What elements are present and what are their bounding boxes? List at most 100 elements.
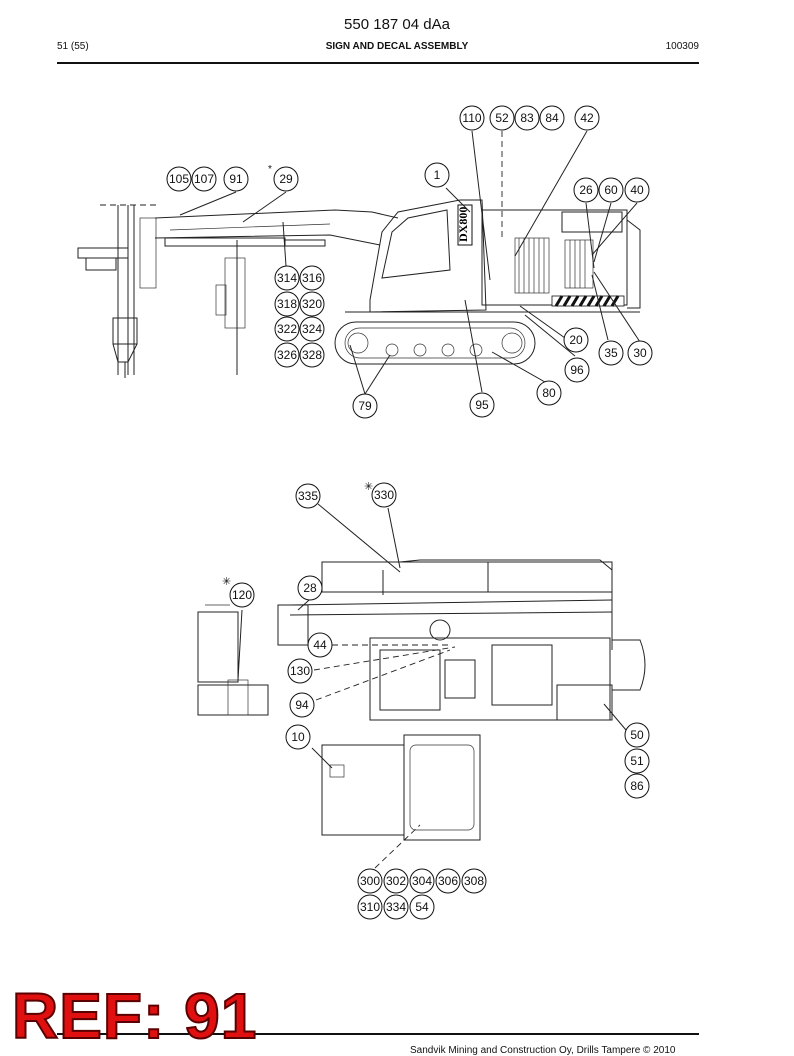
callout-balloon: 328 — [299, 342, 325, 368]
svg-text:60: 60 — [604, 183, 618, 197]
note-marker: ✳ — [222, 575, 231, 588]
callout-balloon: 29 — [273, 166, 299, 192]
ref-stamp: REF: 91 — [11, 980, 258, 1052]
rig-side-view: DX800 — [77, 199, 641, 378]
svg-text:335: 335 — [298, 489, 318, 503]
svg-text:94: 94 — [295, 698, 309, 712]
svg-text:20: 20 — [569, 333, 583, 347]
svg-text:334: 334 — [386, 900, 406, 914]
svg-text:10: 10 — [291, 730, 305, 744]
svg-text:80: 80 — [542, 386, 556, 400]
date-code: 100309 — [665, 41, 699, 52]
svg-text:50: 50 — [630, 728, 644, 742]
svg-text:318: 318 — [277, 297, 297, 311]
callout-balloon: 60 — [598, 177, 624, 203]
svg-text:330: 330 — [374, 488, 394, 502]
svg-text:1: 1 — [434, 168, 441, 182]
svg-text:96: 96 — [570, 363, 584, 377]
svg-text:30: 30 — [633, 346, 647, 360]
callout-balloon: 107 — [191, 166, 217, 192]
callout-balloon: 324 — [299, 316, 325, 342]
svg-text:28: 28 — [303, 581, 317, 595]
grille-right — [564, 239, 594, 289]
svg-text:326: 326 — [277, 348, 297, 362]
hazard-stripe — [551, 295, 625, 307]
svg-text:304: 304 — [412, 874, 432, 888]
callout-balloon: 120 — [229, 582, 255, 608]
callout-balloon: 10 — [285, 724, 311, 750]
section-title: SIGN AND DECAL ASSEMBLY — [325, 41, 469, 52]
grille-left — [514, 237, 550, 294]
callout-balloon: 84 — [539, 105, 565, 131]
svg-text:310: 310 — [360, 900, 380, 914]
callout-balloon: 316 — [299, 265, 325, 291]
svg-text:120: 120 — [232, 588, 252, 602]
callout-balloon: 96 — [564, 357, 590, 383]
callout-balloon: 86 — [624, 773, 650, 799]
svg-text:86: 86 — [630, 779, 644, 793]
callout-balloon: 308 — [461, 868, 487, 894]
page-number: 51 (55) — [57, 41, 89, 52]
svg-text:54: 54 — [415, 900, 429, 914]
svg-text:40: 40 — [630, 183, 644, 197]
svg-text:105: 105 — [169, 172, 189, 186]
note-marker: * — [268, 164, 272, 175]
svg-text:107: 107 — [194, 172, 214, 186]
leader-lines-bottom — [237, 503, 627, 869]
note-marker: ✳ — [364, 480, 373, 493]
svg-text:328: 328 — [302, 348, 322, 362]
model-badge: DX800 — [456, 207, 470, 242]
callout-balloon: 130 — [287, 658, 313, 684]
callout-balloon: 95 — [469, 392, 495, 418]
callout-balloon: 1 — [424, 162, 450, 188]
svg-text:83: 83 — [520, 111, 534, 125]
svg-text:91: 91 — [229, 172, 243, 186]
callout-balloon: 310 — [357, 894, 383, 920]
callout-balloon: 105 — [166, 166, 192, 192]
svg-text:42: 42 — [580, 111, 594, 125]
callouts-bottom: 335 330 120 28 44 130 94 10 50 51 86 300… — [229, 482, 650, 920]
callout-balloon: 335 — [295, 483, 321, 509]
svg-text:324: 324 — [302, 322, 322, 336]
svg-text:35: 35 — [604, 346, 618, 360]
callout-balloon: 54 — [409, 894, 435, 920]
callout-balloon: 51 — [624, 748, 650, 774]
callout-balloon: 330 — [371, 482, 397, 508]
svg-text:322: 322 — [277, 322, 297, 336]
rig-plan-view — [197, 559, 646, 841]
callout-balloon: 304 — [409, 868, 435, 894]
footer-copyright: Sandvik Mining and Construction Oy, Dril… — [410, 1045, 676, 1056]
leader-lines-top — [179, 130, 641, 395]
callout-balloon: 52 — [489, 105, 515, 131]
callout-balloon: 320 — [299, 291, 325, 317]
callout-balloon: 94 — [289, 692, 315, 718]
callout-balloon: 79 — [352, 393, 378, 419]
callout-balloon: 334 — [383, 894, 409, 920]
svg-text:26: 26 — [579, 183, 593, 197]
header-rule — [57, 62, 699, 64]
callout-balloon: 322 — [274, 316, 300, 342]
svg-text:314: 314 — [277, 271, 297, 285]
document-number: 550 187 04 dAa — [344, 16, 450, 33]
svg-text:302: 302 — [386, 874, 406, 888]
callout-balloon: 30 — [627, 340, 653, 366]
callout-balloon: 91 — [223, 166, 249, 192]
callout-balloon: 80 — [536, 380, 562, 406]
svg-text:79: 79 — [358, 399, 372, 413]
svg-text:44: 44 — [313, 638, 327, 652]
svg-text:95: 95 — [475, 398, 489, 412]
svg-text:51: 51 — [630, 754, 644, 768]
svg-text:29: 29 — [279, 172, 293, 186]
callout-balloon: 26 — [573, 177, 599, 203]
callout-balloon: 110 — [459, 105, 485, 131]
svg-text:316: 316 — [302, 271, 322, 285]
svg-text:308: 308 — [464, 874, 484, 888]
callout-balloon: 300 — [357, 868, 383, 894]
callout-balloon: 314 — [274, 265, 300, 291]
callout-balloon: 35 — [598, 340, 624, 366]
callout-balloon: 306 — [435, 868, 461, 894]
svg-text:52: 52 — [495, 111, 509, 125]
svg-text:300: 300 — [360, 874, 380, 888]
footer-rule — [57, 1033, 699, 1035]
svg-text:306: 306 — [438, 874, 458, 888]
